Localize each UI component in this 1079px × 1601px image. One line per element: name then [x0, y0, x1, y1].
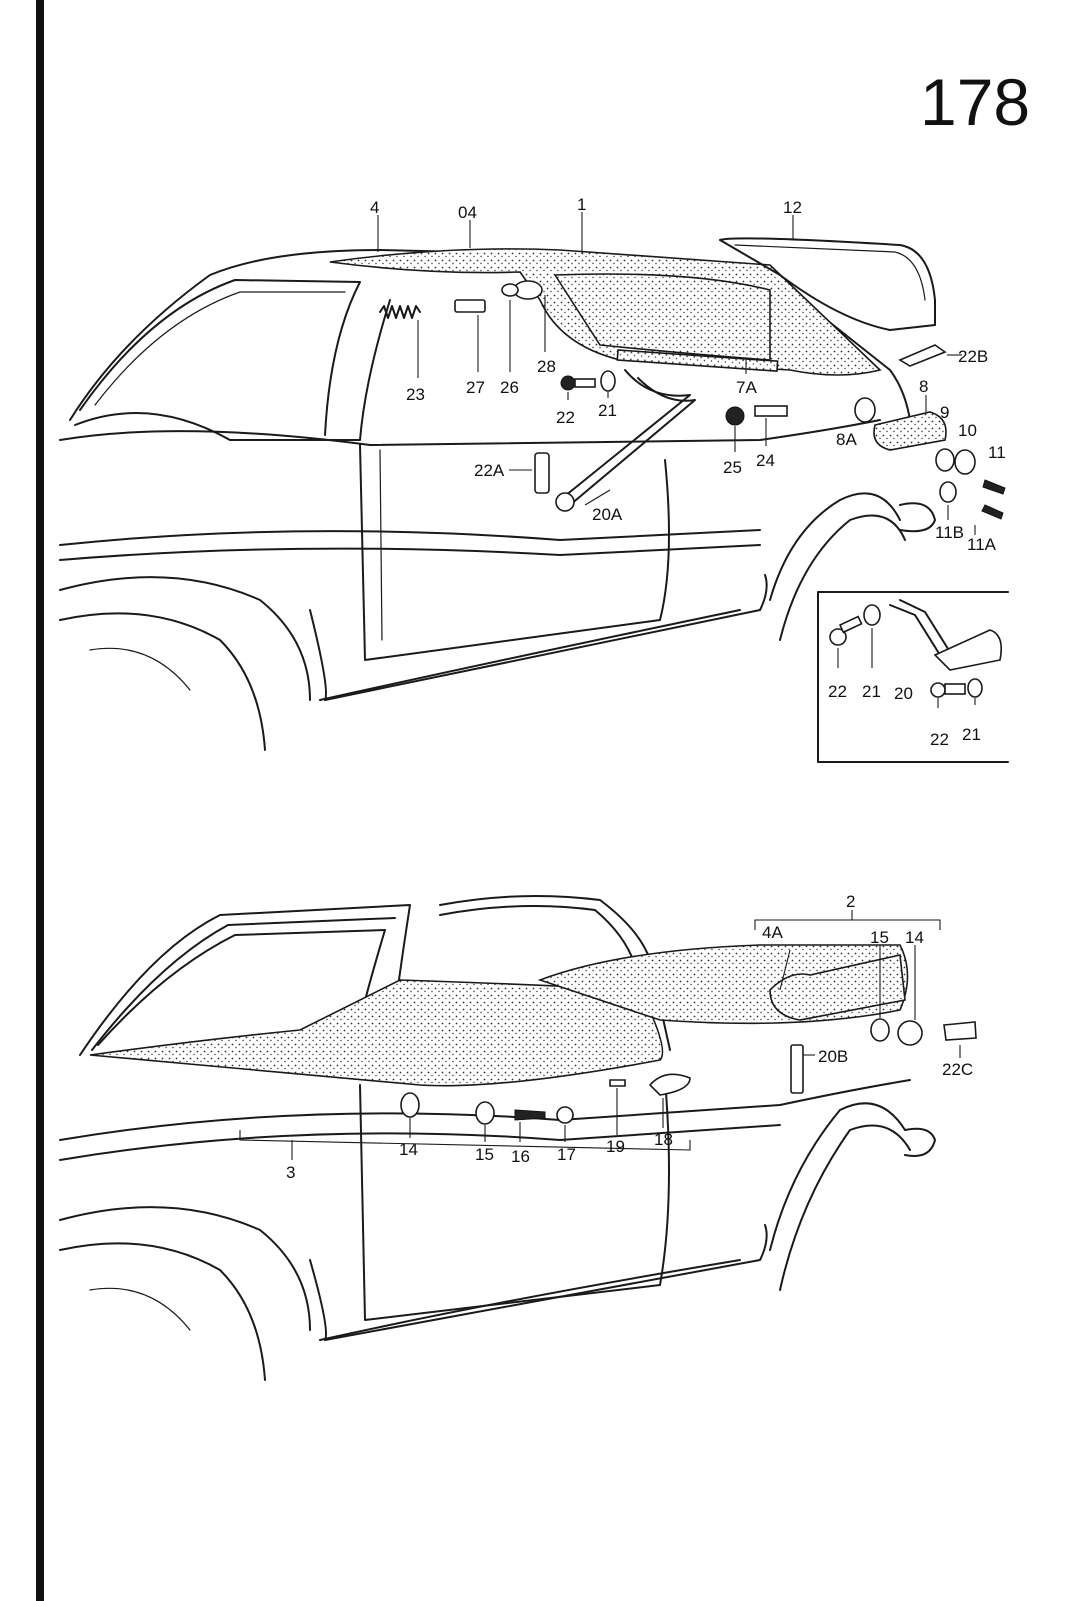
callout-label: 19 [606, 1137, 625, 1156]
callout-label: 22B [958, 347, 988, 366]
callout-label: 20 [894, 684, 913, 703]
callout-label: 24 [756, 451, 775, 470]
top-car-illustration [59, 237, 936, 751]
callout-label: 2 [846, 892, 855, 911]
callout-label: 21 [862, 682, 881, 701]
callout-label: 4 [370, 198, 379, 217]
binding-edge [36, 0, 44, 1601]
callout-label: 17 [557, 1145, 576, 1164]
callout-label: 21 [962, 725, 981, 744]
bottom-car-illustration [59, 895, 936, 1381]
callout-label: 28 [537, 357, 556, 376]
callout-label: 22 [556, 408, 575, 427]
callout-label: 04 [458, 203, 477, 222]
page-number: 178 [920, 65, 1030, 139]
callout-label: 11A [967, 535, 997, 554]
callout-label: 25 [723, 458, 742, 477]
callout-label: 14 [905, 928, 924, 947]
callout-label: 16 [511, 1147, 530, 1166]
inset-callouts: 22 21 20 22 21 [828, 628, 981, 749]
callout-label: 8 [919, 377, 928, 396]
callout-label: 26 [500, 378, 519, 397]
callout-label: 12 [783, 198, 802, 217]
bottom-leader-lines [239, 910, 961, 1160]
callout-label: 20A [592, 505, 623, 524]
callout-label: 21 [598, 401, 617, 420]
callout-label: 3 [286, 1163, 295, 1182]
top-leader-lines [377, 212, 976, 535]
callout-label: 15 [870, 928, 889, 947]
callout-label: 27 [466, 378, 485, 397]
callout-label: 4A [762, 923, 783, 942]
callout-label: 18 [654, 1130, 673, 1149]
detail-inset [817, 591, 1009, 763]
callout-label: 20B [818, 1047, 848, 1066]
callout-label: 15 [475, 1145, 494, 1164]
callout-label: 23 [406, 385, 425, 404]
callout-label: 1 [577, 195, 586, 214]
top-callouts: 4 04 1 12 22B 23 27 26 28 7A 8 22 21 8A … [370, 195, 1006, 554]
callout-label: 22C [942, 1060, 973, 1079]
callout-label: 22A [474, 461, 505, 480]
bottom-view-parts [400, 1018, 977, 1125]
callout-label: 11 [988, 443, 1006, 462]
tonneau-cover [89, 979, 664, 1087]
callout-label: 9 [940, 403, 949, 422]
callout-label: 7A [736, 378, 757, 397]
callout-label: 22 [930, 730, 949, 749]
callout-label: 11B [935, 523, 964, 542]
top-view-parts [379, 280, 1006, 520]
callout-label: 10 [958, 421, 977, 440]
callout-label: 14 [399, 1140, 418, 1159]
callout-label: 8A [836, 430, 857, 449]
bottom-callouts: 2 4A 15 14 22C 20B 14 15 16 17 19 18 3 [286, 892, 973, 1182]
callout-label: 22 [828, 682, 847, 701]
